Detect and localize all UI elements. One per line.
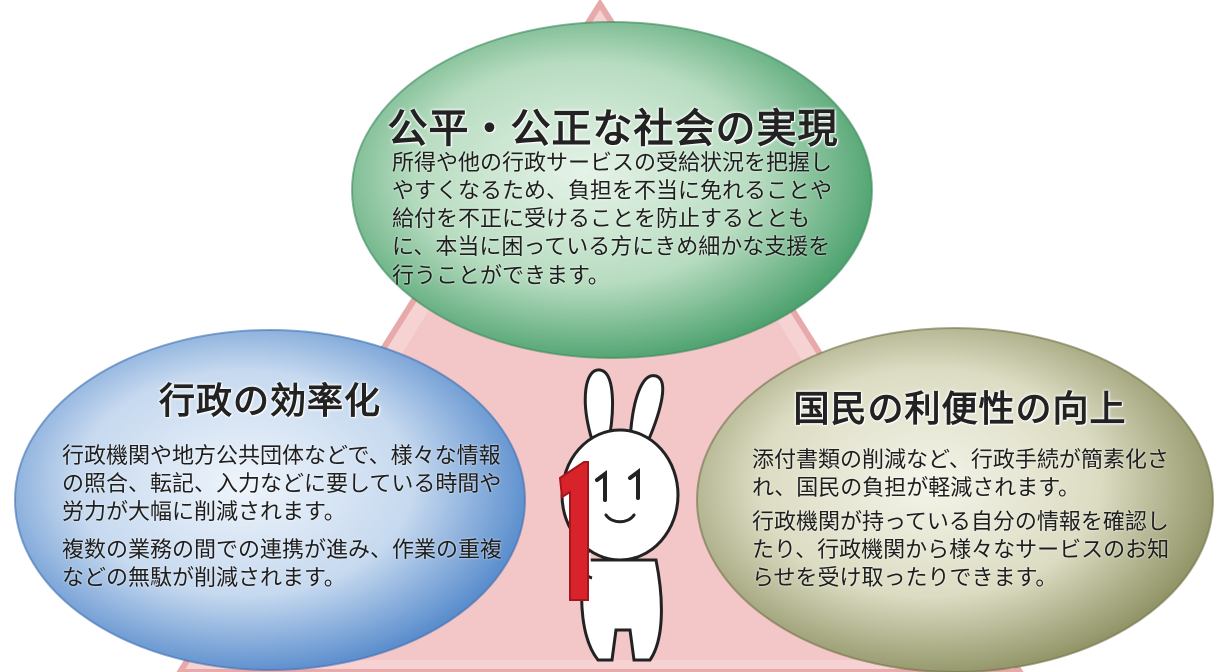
fairness-title: 公平・公正な社会の実現 <box>387 106 839 152</box>
convenience-body-1: 添付書類の削減など、行政手続が簡素化され、国民の負担が軽減されます。 <box>752 448 1169 502</box>
efficiency-title: 行政の効率化 <box>158 381 381 422</box>
fairness-body: 所得や他の行政サービスの受給状況を把握しやすくなるため、負担を不当に免れることや… <box>392 151 833 289</box>
mascot-rabbit-icon <box>558 368 680 662</box>
efficiency-body-1: 行政機関や地方公共団体などで、様々な情報の照合、転記、入力などに要している時間や… <box>62 444 502 526</box>
efficiency-bubble <box>15 330 525 670</box>
convenience-bubble <box>697 328 1213 672</box>
efficiency-body-2: 複数の業務の間での連携が進み、作業の重複などの無駄が削減されます。 <box>62 538 503 592</box>
red-number-one <box>558 461 589 601</box>
convenience-body-2: 行政機関が持っている自分の情報を確認したり、行政機関から様々なサービスのお知らせ… <box>752 510 1170 592</box>
convenience-title: 国民の利便性の向上 <box>793 389 1127 430</box>
fairness-bubble <box>352 22 872 358</box>
